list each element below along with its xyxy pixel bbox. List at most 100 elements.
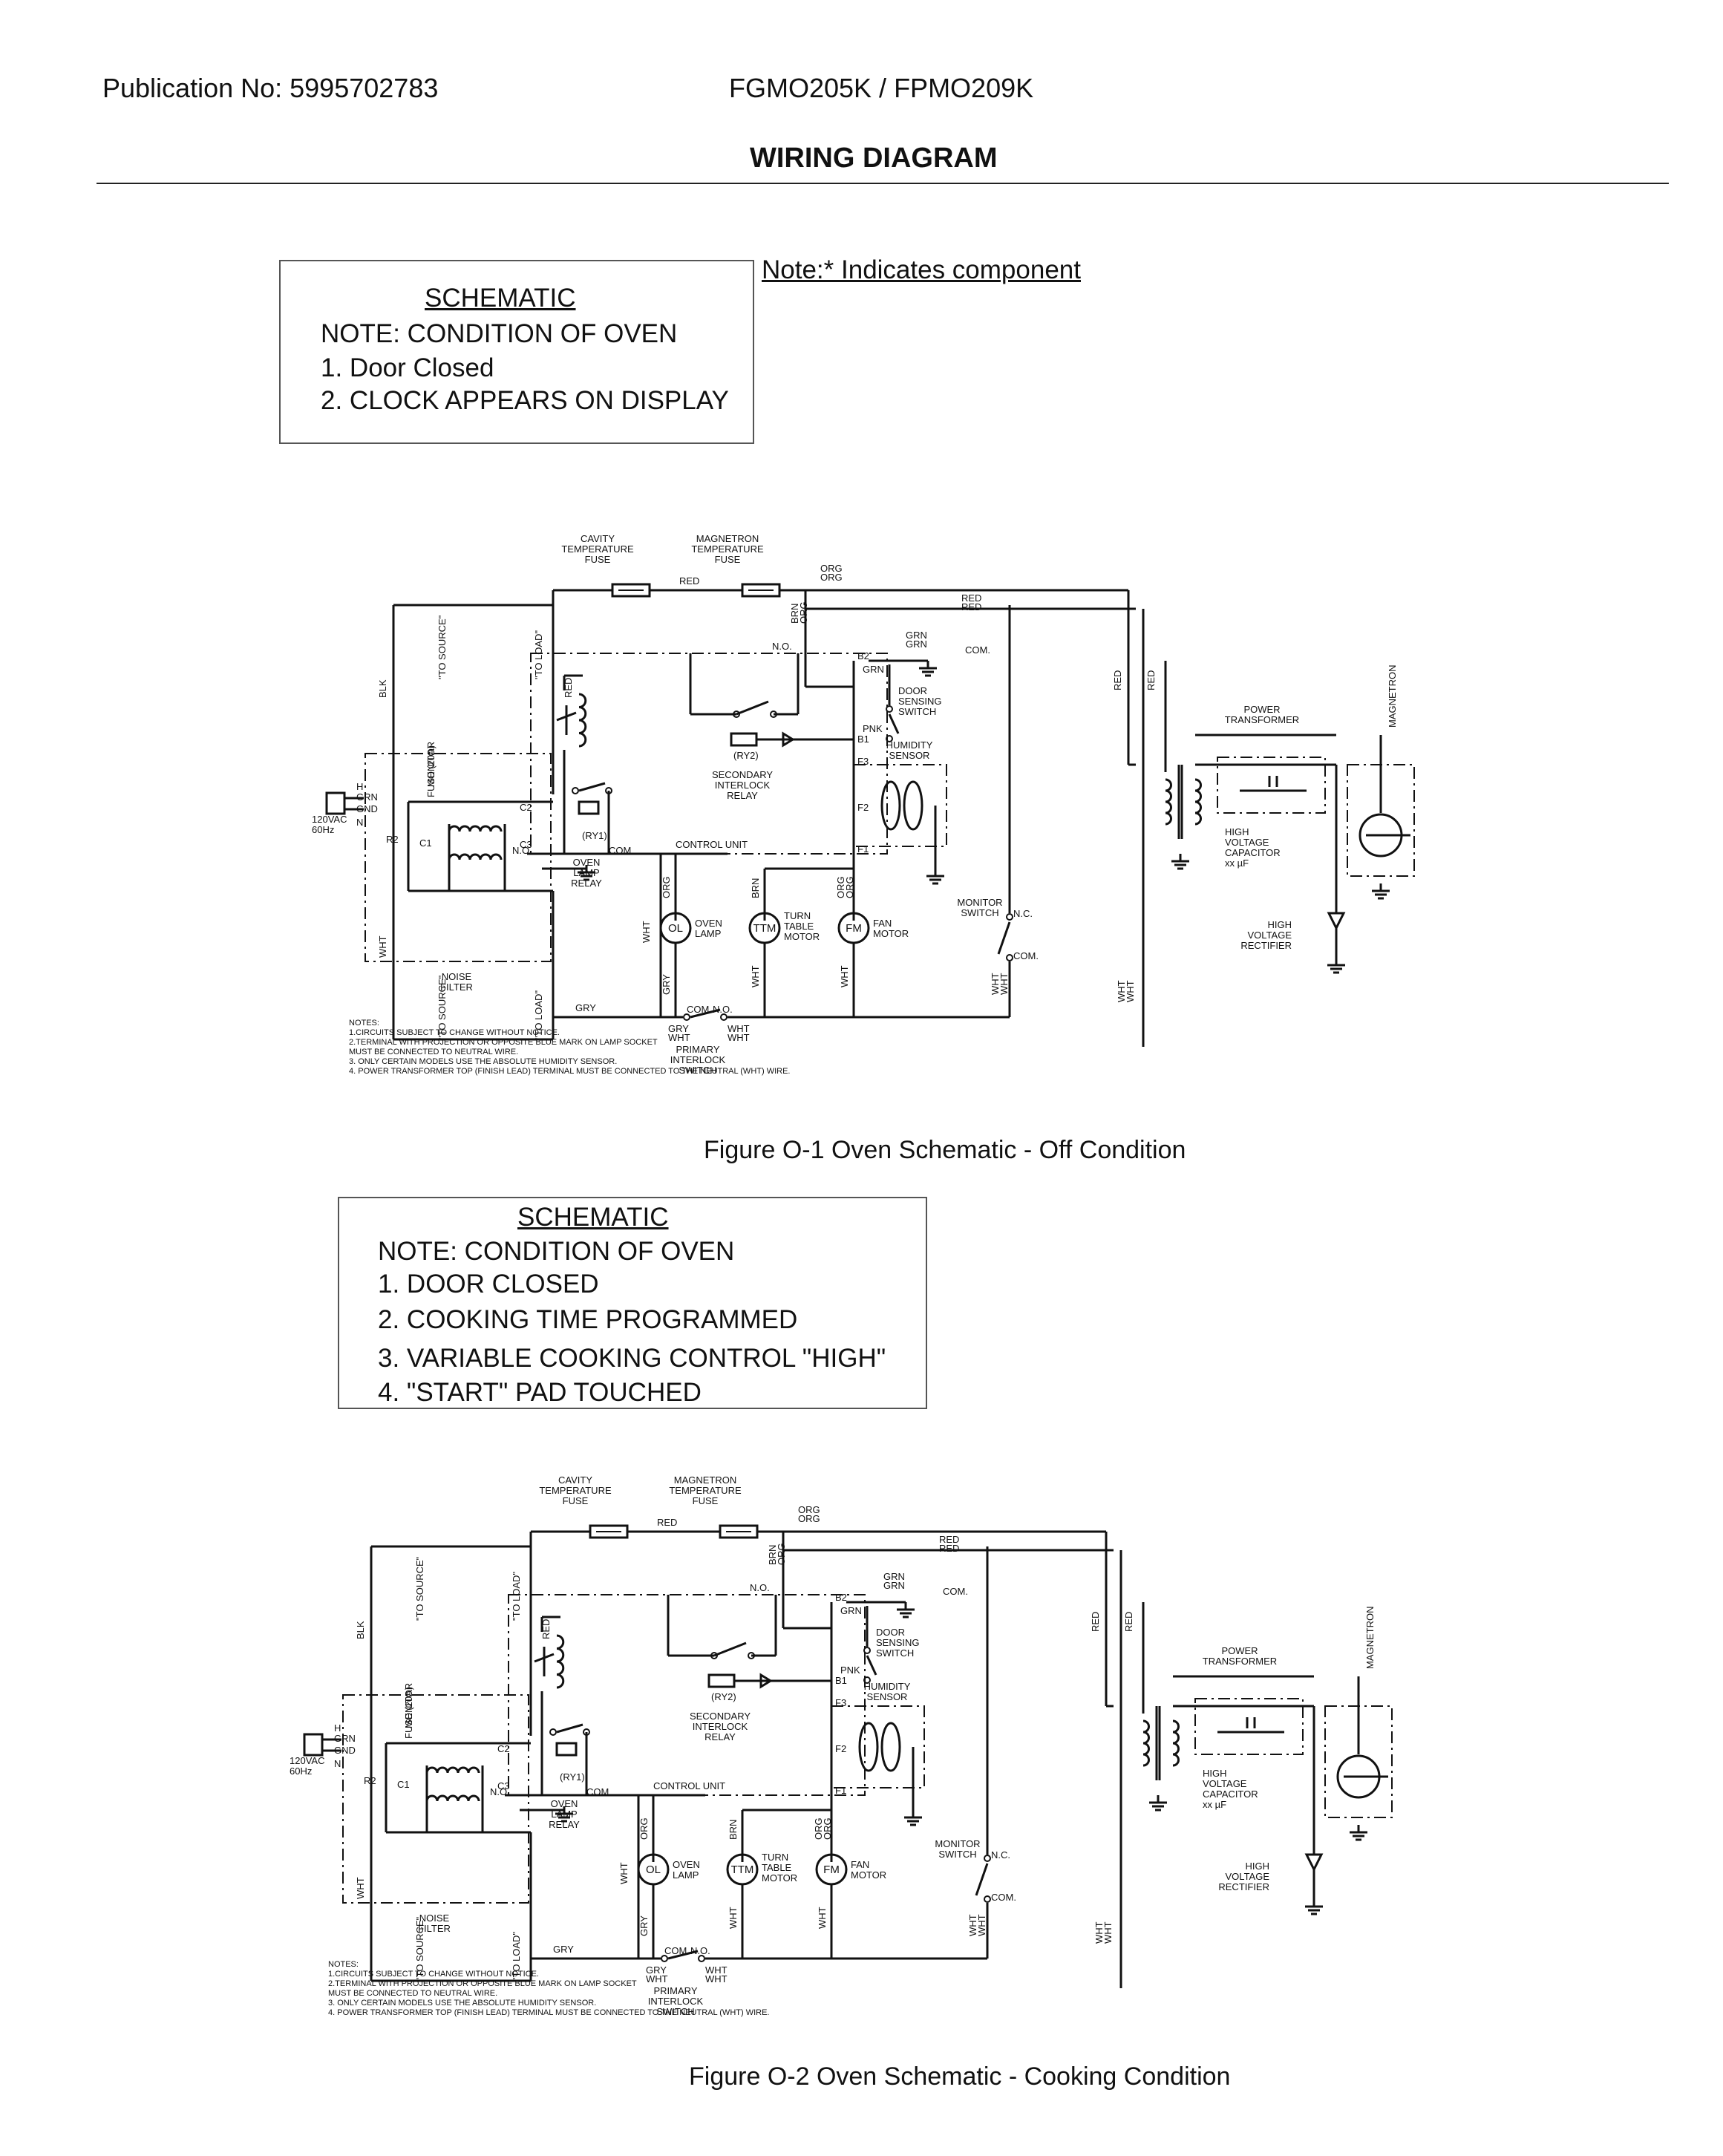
wire-label: F2 xyxy=(835,1743,846,1754)
wire-label: F2 xyxy=(857,802,869,813)
wire-label: WHT xyxy=(728,1023,750,1034)
wire-label: C3 xyxy=(520,839,532,850)
wire-label: FUSE xyxy=(693,1495,719,1506)
figure1-condition-box: SCHEMATIC NOTE: CONDITION OF OVEN 1. Doo… xyxy=(279,260,754,444)
wire-label: MAGNETRON xyxy=(696,533,759,544)
wire-label: ORG xyxy=(776,1543,787,1565)
note-line: 4. POWER TRANSFORMER TOP (FINISH LEAD) T… xyxy=(328,2008,770,2017)
wire-label: N.O. xyxy=(690,1945,710,1956)
wire-label: WHT xyxy=(1102,1921,1114,1944)
wire-label: (RY1) xyxy=(560,1771,585,1783)
wire-label: C1 xyxy=(419,837,432,849)
transformer-winding xyxy=(1194,778,1202,826)
wire-label: MOTOR xyxy=(873,928,909,939)
wire-label: TEMPERATURE xyxy=(561,543,634,555)
wire-label: ORG xyxy=(844,876,855,898)
figure1-caption: Figure O-1 Oven Schematic - Off Conditio… xyxy=(704,1136,1186,1164)
wire xyxy=(997,921,1011,955)
hv-capacitor-box xyxy=(1217,757,1326,814)
wire-label: MONITOR xyxy=(935,1838,980,1849)
oven-lamp-relay-switch-contact xyxy=(572,787,579,794)
wire-label: "TO LOAD" xyxy=(533,990,544,1039)
wire-label: RED xyxy=(1112,670,1123,690)
monitor-switch-contact xyxy=(1006,954,1013,961)
wire-label: TRANSFORMER xyxy=(1203,1656,1277,1667)
wire-label: ORG xyxy=(798,1504,820,1515)
wire-label: N.O. xyxy=(772,641,792,652)
hv-capacitor-box xyxy=(1194,1698,1304,1755)
wire-label: TEMPERATURE xyxy=(539,1485,612,1496)
wire-label: MOTOR xyxy=(784,931,820,942)
primary-interlock-switch-contact xyxy=(683,1013,690,1021)
wire-label: GRN xyxy=(883,1571,905,1582)
wire-label: GRY xyxy=(668,1023,689,1034)
wire xyxy=(556,1723,583,1734)
figure2-condition-3: 3. VARIABLE COOKING CONTROL "HIGH" xyxy=(378,1344,886,1373)
door-sensing-switch-contact xyxy=(886,735,893,742)
humidity-sensor-box xyxy=(831,1705,925,1788)
wire-label: ORG xyxy=(820,572,843,583)
wire-label: COM. xyxy=(664,1945,690,1956)
wire-label: BRN xyxy=(728,1820,739,1840)
note-line: 3. ONLY CERTAIN MODELS USE THE ABSOLUTE … xyxy=(328,1999,597,2008)
wire-label: C2 xyxy=(520,802,532,813)
wire-label: RED xyxy=(679,575,699,587)
wire-label: FILTER xyxy=(418,1923,451,1934)
wire-label: B1 xyxy=(857,734,869,745)
wire-label: OVEN xyxy=(695,918,722,929)
wire-label: GRY xyxy=(575,1002,596,1013)
wire-label: GRY xyxy=(646,1964,667,1976)
wire-label: SWITCH xyxy=(876,1647,914,1659)
control-unit-box xyxy=(508,1594,866,1796)
wire-label: TRANSFORMER xyxy=(1225,714,1299,725)
wire-label: 120VAC xyxy=(290,1755,324,1766)
wire-label: N.C. xyxy=(991,1849,1010,1861)
diode-icon xyxy=(759,1673,773,1689)
wire xyxy=(866,1655,877,1676)
wire-label: RED xyxy=(1145,670,1157,690)
wire-label: (RY2) xyxy=(733,750,759,761)
note-line: 1.CIRCUITS SUBJECT TO CHANGE WITHOUT NOT… xyxy=(328,1970,539,1979)
wire-label: HUMIDITY xyxy=(864,1681,911,1692)
wire-label: FILTER xyxy=(440,981,473,993)
wire-label: CONTROL UNIT xyxy=(653,1780,725,1791)
wire-label: WHT xyxy=(998,973,1010,995)
wire-label: WHT xyxy=(967,1914,978,1936)
wire-label: N.O. xyxy=(750,1582,770,1593)
wire-label: SENSOR xyxy=(867,1691,908,1702)
wire-label: F1 xyxy=(857,843,869,855)
wire-label: "TO SOURCE" xyxy=(437,975,448,1039)
wire-label: CAVITY xyxy=(581,533,615,544)
wire-label: INTERLOCK xyxy=(715,780,771,791)
wire-label: B1 xyxy=(835,1675,847,1686)
note-line: 2.TERMINAL WITH PROJECTION OR OPPOSITE B… xyxy=(328,1979,637,1988)
wire-label: ORG xyxy=(661,876,672,898)
wire-label: COM. xyxy=(1013,950,1039,961)
wire-label: TEMPERATURE xyxy=(691,543,764,555)
wire-label: NOISE xyxy=(419,1912,450,1924)
wire-label: ORG xyxy=(822,1817,833,1840)
monitor-switch-contact xyxy=(984,1855,991,1862)
figure1-note-heading: NOTE: CONDITION OF OVEN xyxy=(321,319,678,348)
wire-label: OVEN xyxy=(551,1798,578,1809)
humidity-element xyxy=(903,780,923,831)
wire-label: WHT xyxy=(705,1964,728,1976)
wire-label: RECTIFIER xyxy=(1218,1881,1269,1892)
wire-label: WHT xyxy=(990,973,1001,995)
wire-label: SECONDARY xyxy=(712,769,773,780)
wire-label: N xyxy=(356,817,363,828)
wire-label: MAGNETRON xyxy=(674,1474,737,1486)
wire-label: INTERLOCK xyxy=(670,1054,726,1065)
wire-label: WHT xyxy=(1116,980,1127,1002)
transformer-winding xyxy=(1142,1719,1150,1767)
wire xyxy=(690,1008,721,1019)
humidity-element xyxy=(858,1722,879,1772)
wire-label: BLK xyxy=(355,1621,366,1639)
wire-label: SENSOR xyxy=(889,750,930,761)
wire-label: GRY xyxy=(638,1915,650,1936)
ground-icon xyxy=(904,1810,922,1826)
model-numbers: FGMO205K / FPMO209K xyxy=(729,73,1034,103)
wire-label: WHT xyxy=(377,935,388,958)
wire-label: PNK xyxy=(840,1665,860,1676)
figure1-condition-1: 1. Door Closed xyxy=(321,353,494,382)
